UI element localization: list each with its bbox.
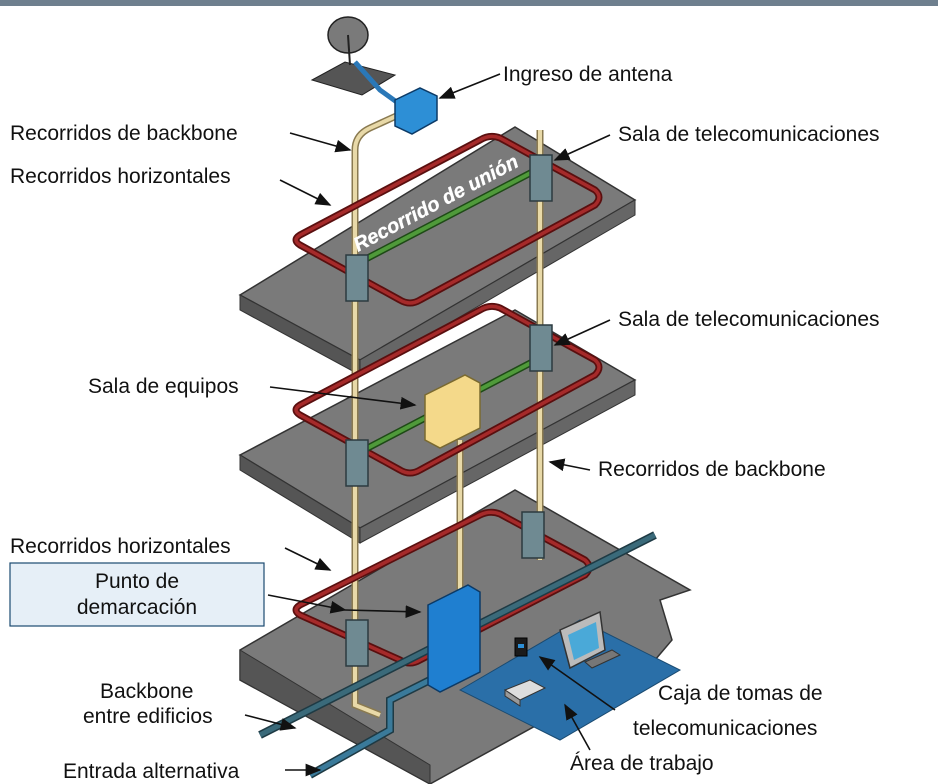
telecom-room-boxes [345,154,553,667]
label-horizontal-routes-top: Recorridos horizontales [10,165,231,188]
label-demarcation-line2: demarcación [77,596,197,619]
label-equipment-room: Sala de equipos [88,375,239,398]
label-horizontal-routes-bottom: Recorridos horizontales [10,535,231,558]
demarcation-box [427,584,481,693]
label-telecom-room-mid: Sala de telecomunicaciones [618,308,880,331]
label-telecom-room-top: Sala de telecomunicaciones [618,123,880,146]
label-backbone-routes-mid: Recorridos de backbone [598,458,826,481]
label-campus-backbone-line2: entre edificios [83,705,213,728]
demarcation-label: Punto de demarcación [9,562,265,627]
telephone [503,679,547,707]
antenna [310,16,407,111]
top-border [0,0,938,6]
label-outlet-box-line1: Caja de tomas de [658,682,823,705]
outlet-box [514,637,528,657]
equipment-room-box [424,374,481,449]
label-antenna-entry: Ingreso de antena [503,63,673,86]
leader-lines [244,73,616,777]
work-area-zone [458,619,682,741]
label-backbone-routes-top: Recorridos de backbone [10,122,238,145]
workstation-computer [559,610,622,670]
label-work-area: Área de trabajo [570,752,714,775]
label-alt-entrance: Entrada alternativa [63,760,240,783]
antenna-entry-box [394,87,438,135]
label-campus-backbone-line1: Backbone [100,680,193,703]
label-outlet-box-line2: telecomunicaciones [633,717,817,740]
label-demarcation-line1: Punto de [95,570,179,593]
